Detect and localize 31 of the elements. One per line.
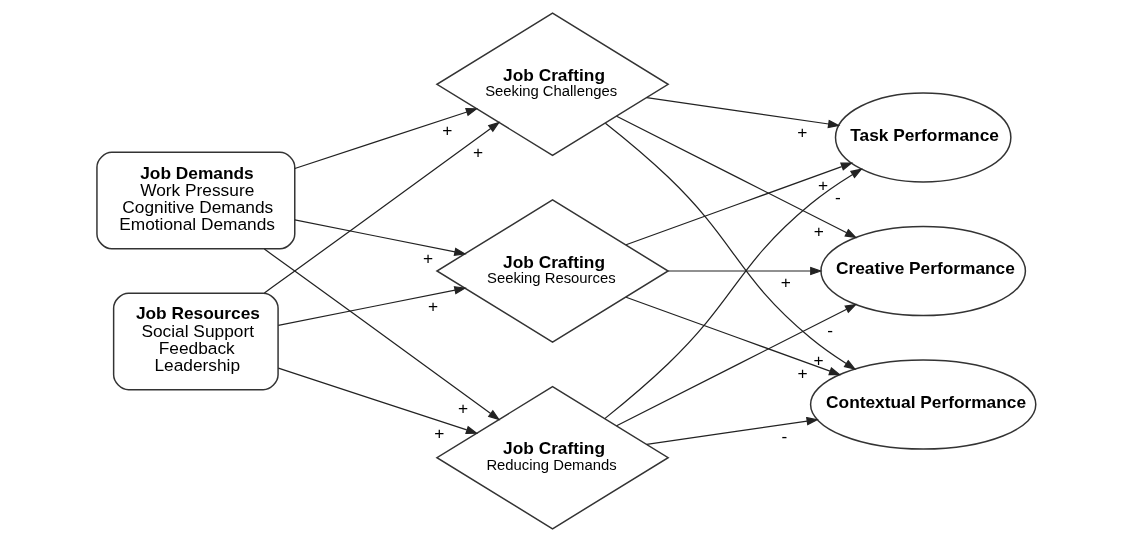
edge-label: + [472, 141, 483, 162]
node-box: Job Resources Social Support Feedback Leadership [112, 292, 279, 391]
arrow [293, 108, 478, 170]
node-ellipse: Task Performance [834, 92, 1012, 183]
edge-label: - [826, 320, 833, 341]
arrow [293, 219, 467, 256]
arrow [624, 296, 841, 376]
arrow [615, 115, 857, 239]
arrow [667, 266, 822, 276]
edge-label: + [796, 121, 807, 142]
edge-label: + [427, 296, 438, 317]
arrow [624, 162, 853, 246]
arrow [277, 286, 467, 326]
edge-label: - [780, 425, 787, 446]
arrow [277, 367, 478, 434]
edge-label: + [433, 422, 444, 443]
node-box: Job Demands Work Pressure Cognitive Demands Emotional Demands [95, 151, 295, 250]
arrow [263, 121, 500, 294]
edge-label: + [817, 175, 828, 196]
arrow [645, 97, 840, 129]
arrow [603, 168, 863, 420]
arrow [263, 248, 500, 421]
arrow [604, 122, 856, 370]
edge-label: + [441, 120, 452, 141]
edge-label: + [457, 397, 468, 418]
arrow [615, 303, 857, 427]
arrow [645, 416, 819, 445]
edge-label: + [796, 363, 808, 384]
edge-label: - [834, 186, 841, 207]
edge-label: + [780, 272, 791, 293]
edge-label: + [422, 248, 433, 268]
